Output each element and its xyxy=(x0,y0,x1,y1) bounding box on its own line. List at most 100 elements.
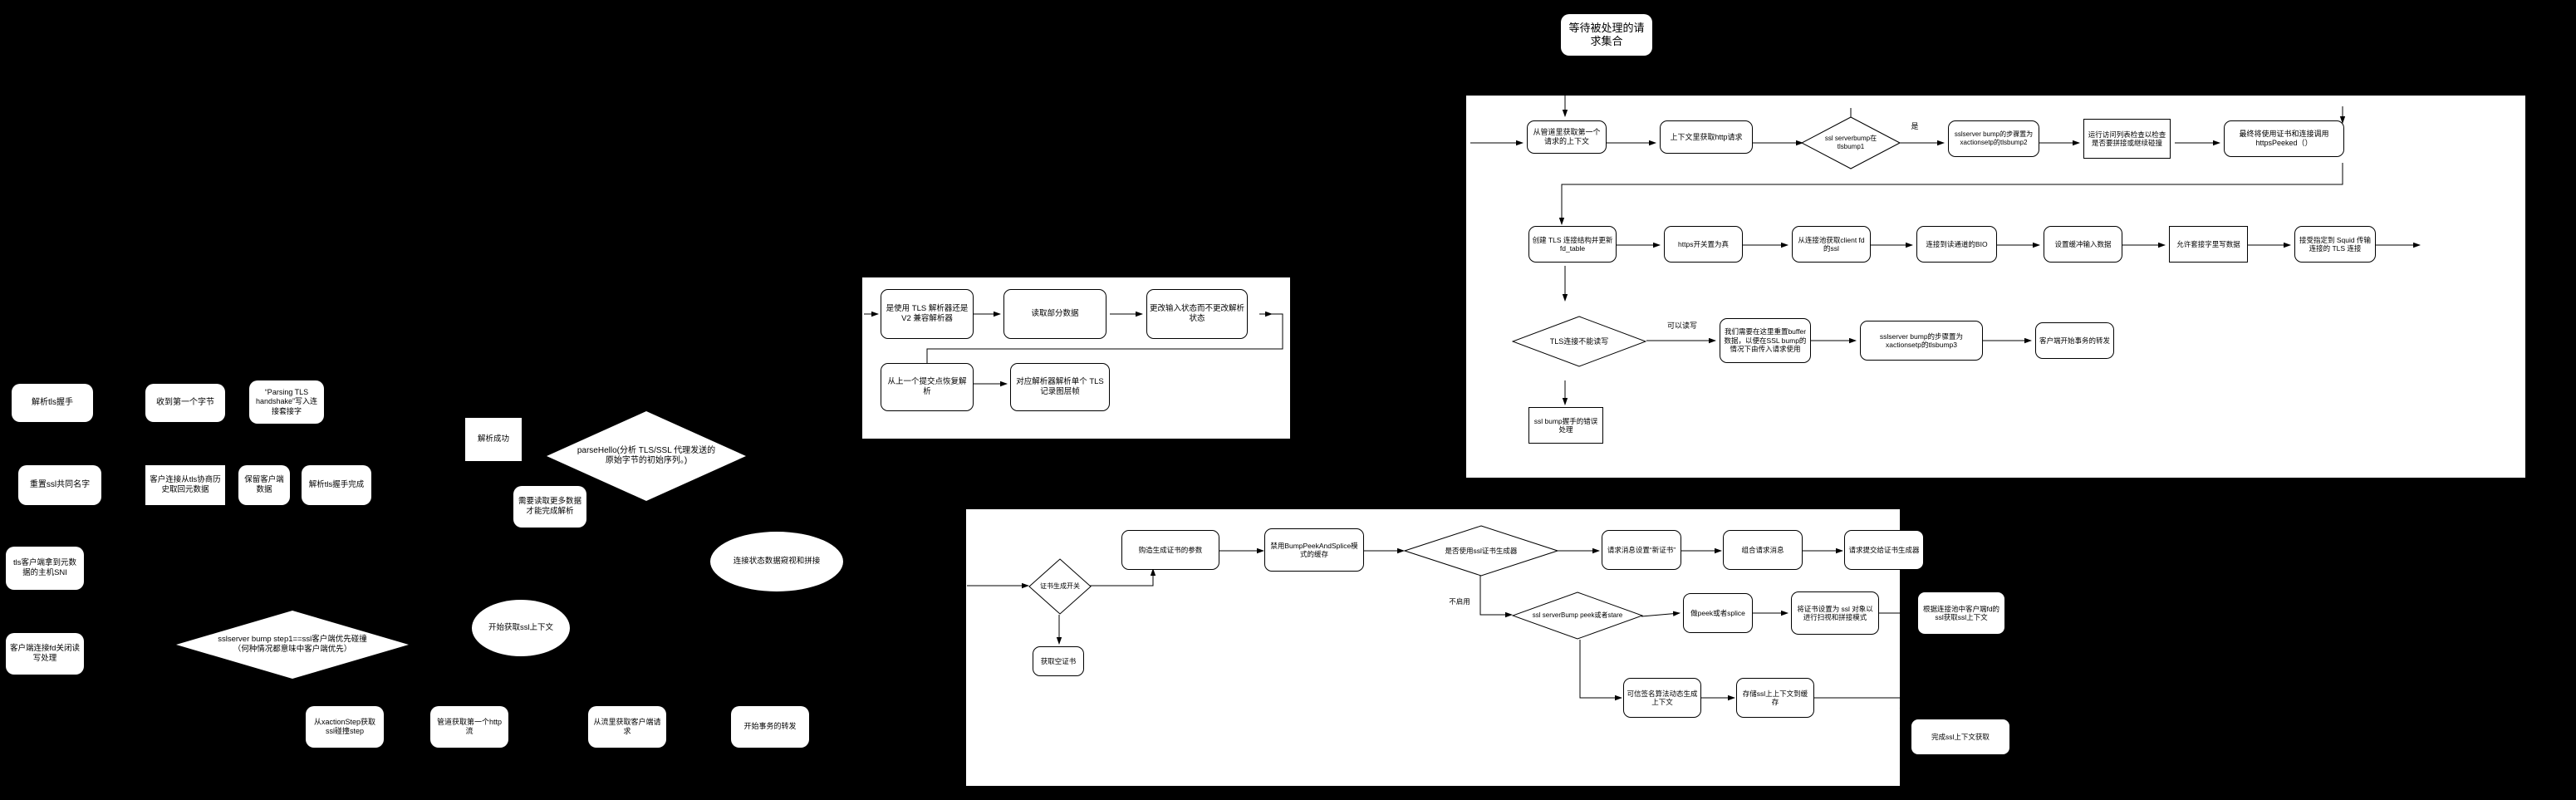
node-label: https开关置为真 xyxy=(1678,239,1729,248)
node-parse-tls-handshake-done[interactable]: 解析tls握手完成 xyxy=(302,465,371,505)
node-label: 更改输入状态而不更改解析状态 xyxy=(1150,304,1245,323)
node-label: 是使用 TLS 解析器还是 V2 兼容解析器 xyxy=(886,304,969,323)
node-tls-or-v2-parser[interactable]: 是使用 TLS 解析器还是 V2 兼容解析器 xyxy=(881,289,974,339)
node-get-client-fd-ssl[interactable]: 从连接池获取client fd的ssl xyxy=(1792,226,1871,263)
node-disable-bumppeekandsplice-cache[interactable]: 禁用BumpPeekAndSplice模式的缓存 xyxy=(1264,528,1364,572)
node-get-first-request-context[interactable]: 从管道里获取第一个请求的上下文 xyxy=(1527,120,1607,154)
node-write-parsing-tls-handshake[interactable]: “Parsing TLS handshake”写入连接套接字 xyxy=(249,380,324,424)
node-client-start-forwarding[interactable]: 客户端开始事务的转发 xyxy=(2035,322,2114,359)
node-get-client-request-from-stream[interactable]: 从流里获取客户端请求 xyxy=(588,706,666,748)
node-label: 连接到读通道的BIO xyxy=(1926,239,1988,248)
node-label: 运行访问列表检查以检查是否要拼接或继续碰撞 xyxy=(2088,130,2166,147)
node-label: 客户端开始事务的转发 xyxy=(2039,336,2110,345)
node-label: parseHello(分析 TLS/SSL 代理发送的原始字节的初始序列。) xyxy=(577,445,716,465)
node-reset-buffer-data[interactable]: 我们需要在这里重置buffer数据，以便在SSL bump的情况下由传入请求使用 xyxy=(1720,318,1811,363)
node-label: 客户端连接fd关闭读写处理 xyxy=(10,644,80,663)
node-dynamic-generate-context[interactable]: 可信签名算法动态生成上下文 xyxy=(1623,678,1701,718)
node-combine-request-message[interactable]: 组合请求消息 xyxy=(1723,530,1803,570)
node-label: 购造生成证书的参数 xyxy=(1138,545,1203,554)
panel-top-right-body xyxy=(1466,96,2525,478)
node-label: sslserver bump的步骤置为xactionsetp的tlsbump3 xyxy=(1879,331,1964,349)
node-label: 请求消息设置“新证书” xyxy=(1607,545,1676,554)
node-label: 上下文里获取http请求 xyxy=(1670,132,1743,141)
node-resume-parse-from-checkpoint[interactable]: 从上一个提交点恢复解析 xyxy=(881,363,974,411)
node-label: 最终将使用证书和连接调用httpsPeeked（） xyxy=(2239,130,2329,147)
node-label: 对应解析器解析单个 TLS 记录图层帧 xyxy=(1016,377,1104,396)
node-label: 获取空证书 xyxy=(1040,656,1077,665)
node-decision-sslserver-bump-step1[interactable]: sslserver bump step1==ssl客户端优先碰撞（何种情况都意味… xyxy=(176,611,409,679)
node-finish-get-ssl-context[interactable]: 完成ssl上下文获取 xyxy=(1911,719,2010,755)
node-label: 存储ssl上上下文到缓存 xyxy=(1742,689,1808,706)
node-allow-socket-write[interactable]: 允许套接字里写数据 xyxy=(2169,226,2248,263)
node-label: 读取部分数据 xyxy=(1031,309,1079,319)
node-label: 证书生成开关 xyxy=(1040,582,1080,591)
node-do-peek-or-splice[interactable]: 做peek或者splice xyxy=(1683,593,1753,633)
node-set-bump-step-tlsbump2[interactable]: sslserver bump的步骤置为xactionsetp的tlsbump2 xyxy=(1948,120,2039,157)
node-accept-tls-connection[interactable]: 接受指定到 Squid 传输连接的 TLS 连接 xyxy=(2294,226,2376,263)
node-start-transaction-forwarding[interactable]: 开始事务的转发 xyxy=(731,706,809,748)
node-label: 组合请求消息 xyxy=(1741,545,1784,554)
node-waiting-request-set[interactable]: 等待被处理的请求集合 xyxy=(1561,14,1652,56)
node-ssl-bump-handshake-error[interactable]: ssl bump握手的错误处理 xyxy=(1528,407,1603,444)
node-set-cert-to-ssl-object[interactable]: 将证书设置为 ssl 对象以进行扫视和拼接模式 xyxy=(1791,591,1879,635)
label-parse-success: 解析成功 xyxy=(465,418,522,461)
edge-label-not-enabled: 不启用 xyxy=(1449,597,1470,606)
node-label: 收到第一个字节 xyxy=(156,397,214,407)
node-submit-to-cert-generator[interactable]: 请求提交给证书生成器 xyxy=(1844,530,1924,570)
node-label: 从xactionStep获取ssl碰撞step xyxy=(313,717,376,735)
node-run-acl-check[interactable]: 运行访问列表检查以检查是否要拼接或继续碰撞 xyxy=(2083,119,2171,159)
node-store-ssl-context-cache[interactable]: 存储ssl上上下文到缓存 xyxy=(1736,678,1814,718)
node-client-retrieve-metadata[interactable]: 客户连接从tls协商历史取回元数据 xyxy=(145,465,225,505)
node-label: 接受指定到 Squid 传输连接的 TLS 连接 xyxy=(2299,235,2371,253)
node-first-byte-received[interactable]: 收到第一个字节 xyxy=(145,384,225,422)
node-decision-parsehello[interactable]: parseHello(分析 TLS/SSL 代理发送的原始字节的初始序列。) xyxy=(547,411,746,501)
node-connect-read-bio[interactable]: 连接到读通道的BIO xyxy=(1916,226,1997,263)
node-label: 设置缓冲输入数据 xyxy=(2054,239,2112,248)
node-label: 可信签名算法动态生成上下文 xyxy=(1627,689,1698,706)
node-need-more-data-to-parse[interactable]: 需要读取更多数据才能完成解析 xyxy=(513,486,586,528)
node-reset-ssl-common-name[interactable]: 重置ssl共同名字 xyxy=(18,465,101,505)
node-set-new-cert-message[interactable]: 请求消息设置“新证书” xyxy=(1602,530,1681,570)
node-get-ssl-context-from-pool[interactable]: 根据连接池中客户端fd的ssl获取ssl上下文 xyxy=(1917,591,2005,635)
node-change-input-state[interactable]: 更改输入状态而不更改解析状态 xyxy=(1146,289,1248,339)
node-label: TLS连接不能读写 xyxy=(1549,336,1609,346)
node-label: 禁用BumpPeekAndSplice模式的缓存 xyxy=(1270,541,1358,558)
node-label: 我们需要在这里重置buffer数据，以便在SSL bump的情况下由传入请求使用 xyxy=(1724,327,1807,354)
node-get-ssl-bump-step-from-xactionstep[interactable]: 从xactionStep获取ssl碰撞step xyxy=(306,706,384,748)
node-label: 需要读取更多数据才能完成解析 xyxy=(518,497,581,516)
node-get-empty-cert[interactable]: 获取空证书 xyxy=(1033,646,1084,676)
node-label: 重置ssl共同名字 xyxy=(29,479,91,489)
node-parse-single-tls-record[interactable]: 对应解析器解析单个 TLS 记录图层帧 xyxy=(1010,363,1110,411)
node-label: 将证书设置为 ssl 对象以进行扫视和拼接模式 xyxy=(1797,604,1873,621)
node-label: “Parsing TLS handshake”写入连接套接字 xyxy=(255,388,318,415)
node-client-fd-close-rw[interactable]: 客户端连接fd关闭读写处理 xyxy=(6,633,84,675)
node-label: 创建 TLS 连接结构并更新fd_table xyxy=(1532,235,1613,253)
node-label: 允许套接字里写数据 xyxy=(2176,239,2240,248)
node-decision-tls-cannot-rw[interactable]: TLS连接不能读写 xyxy=(1512,316,1646,367)
node-parse-tls-handshake[interactable]: 解析tls握手 xyxy=(12,384,93,422)
node-label: 请求提交给证书生成器 xyxy=(1848,545,1920,554)
node-decision-serverbump-peek-or-stare[interactable]: ssl serverBump peek或者stare xyxy=(1512,591,1643,640)
node-label: 解析tls握手完成 xyxy=(308,480,365,490)
node-label: 完成ssl上下文获取 xyxy=(1931,732,1990,741)
node-pipeline-get-first-http-stream[interactable]: 管道获取第一个http流 xyxy=(430,706,508,748)
node-set-buffered-input[interactable]: 设置缓冲输入数据 xyxy=(2044,226,2122,263)
node-label: 做peek或者splice xyxy=(1690,608,1745,617)
node-call-httpspeeked[interactable]: 最终将使用证书和连接调用httpsPeeked（） xyxy=(2224,120,2344,157)
node-https-switch-true[interactable]: https开关置为真 xyxy=(1664,226,1743,263)
node-label: tls客户端拿到元数据的主机SNI xyxy=(12,558,76,577)
node-set-bump-step-tlsbump3[interactable]: sslserver bump的步骤置为xactionsetp的tlsbump3 xyxy=(1860,321,1983,361)
node-get-http-request-from-context[interactable]: 上下文里获取http请求 xyxy=(1660,120,1753,154)
node-tls-client-metadata-sni[interactable]: tls客户端拿到元数据的主机SNI xyxy=(6,547,84,590)
node-decision-cert-generation-switch[interactable]: 证书生成开关 xyxy=(1028,558,1092,615)
node-start-get-ssl-context[interactable]: 开始获取ssl上下文 xyxy=(472,600,570,656)
node-create-tls-struct[interactable]: 创建 TLS 连接结构并更新fd_table xyxy=(1528,226,1617,263)
edge-label-readwrite-ok: 可以读写 xyxy=(1666,321,1697,330)
node-keep-client-data[interactable]: 保留客户端数据 xyxy=(238,465,290,505)
node-read-partial-data[interactable]: 读取部分数据 xyxy=(1003,289,1106,339)
node-connection-state-peek-splice[interactable]: 连接状态数据窥视和拼接 xyxy=(710,532,843,591)
node-decision-use-ssl-cert-generator[interactable]: 是否使用ssl证书生成器 xyxy=(1404,525,1558,577)
node-build-cert-params[interactable]: 购造生成证书的参数 xyxy=(1121,530,1219,570)
